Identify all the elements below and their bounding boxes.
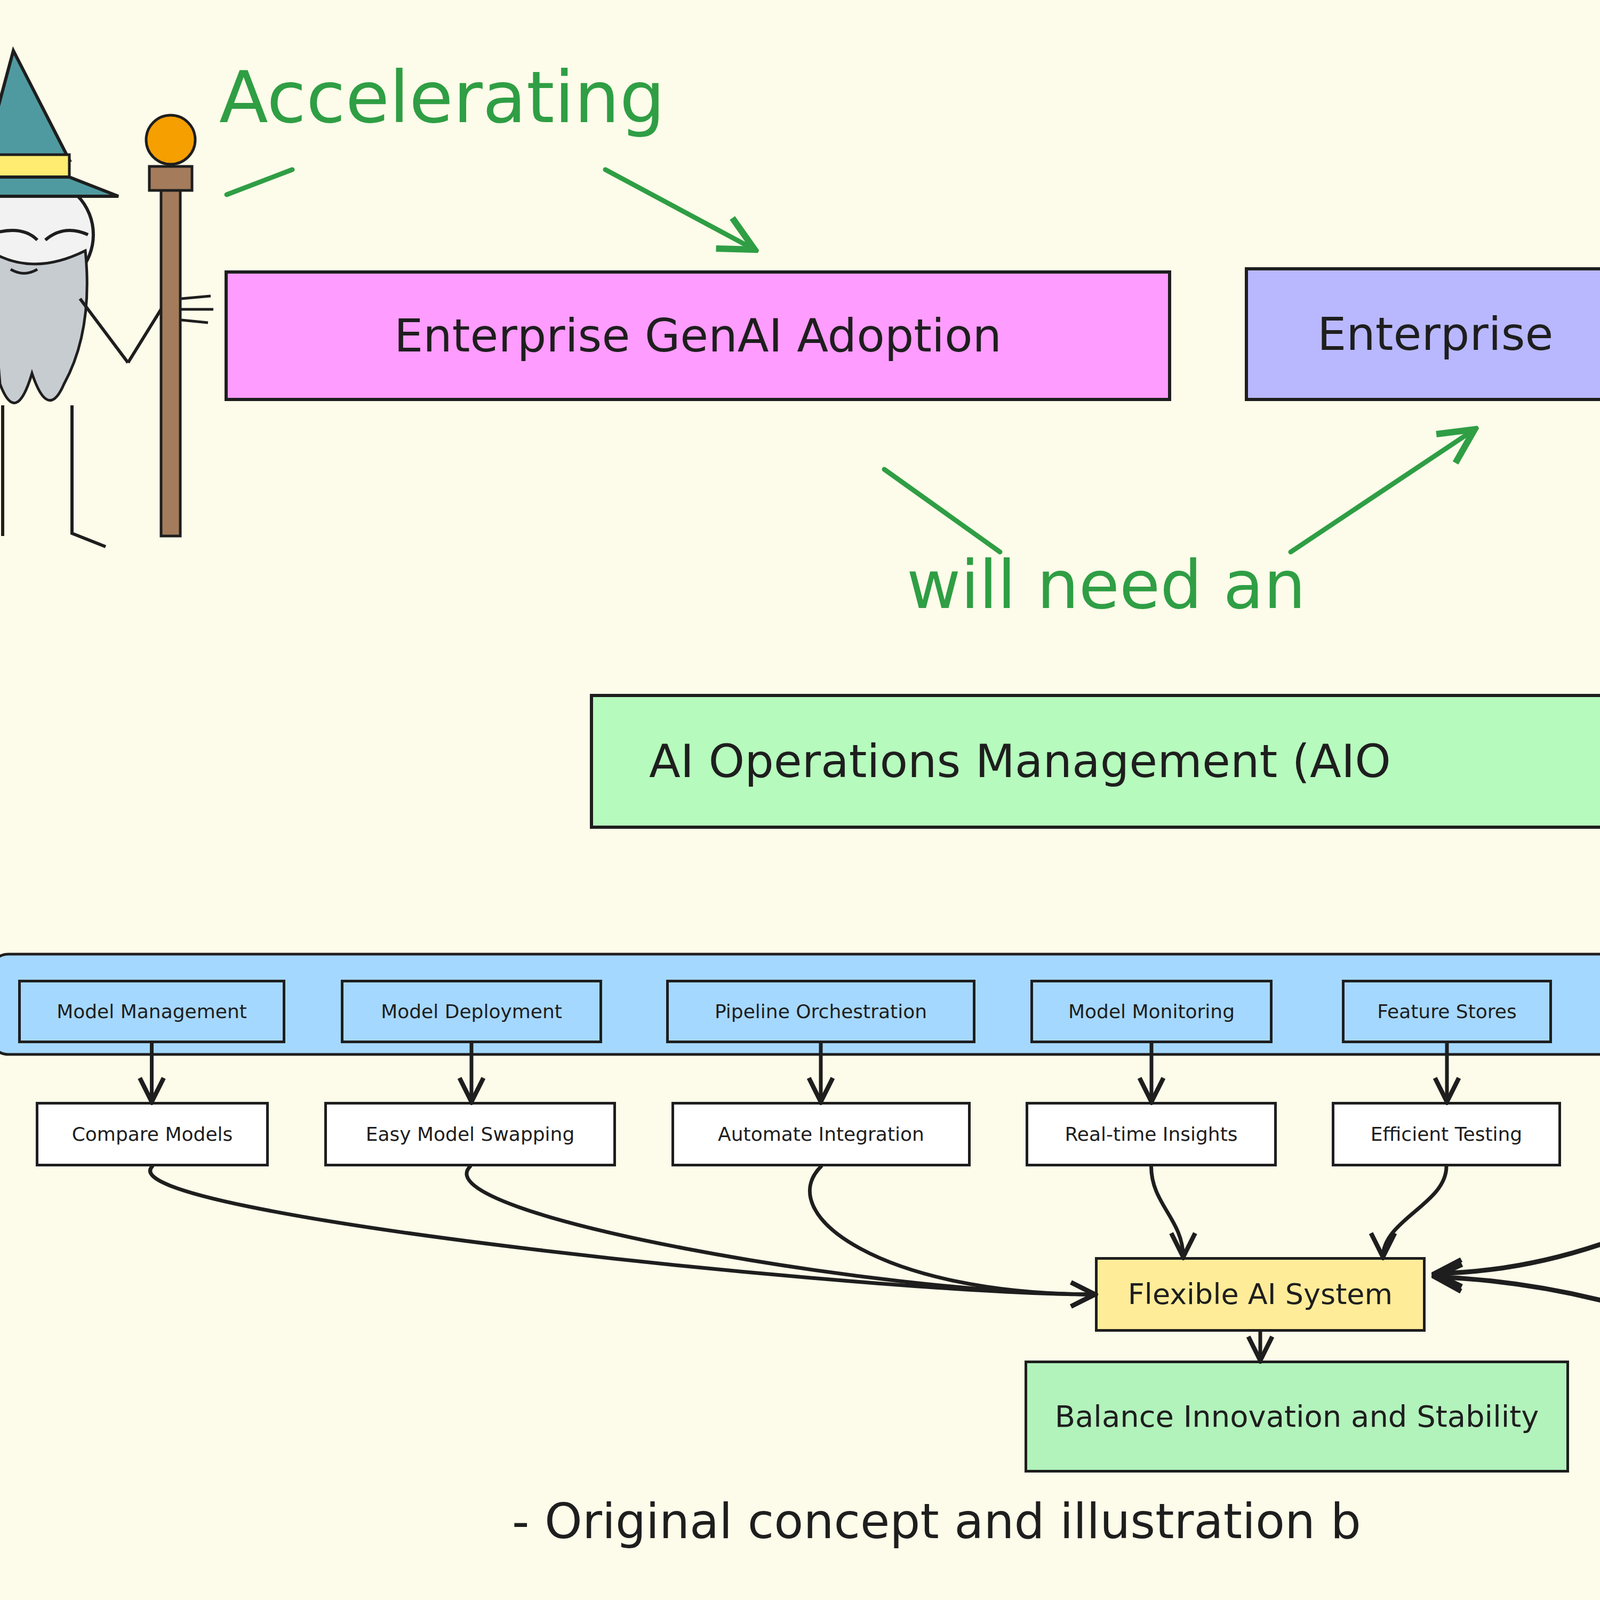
capability-box: Model Management — [18, 979, 286, 1044]
flow-arrow — [1151, 1166, 1184, 1258]
capability-box: Model Monitoring — [1030, 979, 1273, 1044]
wizard-arm — [80, 298, 128, 363]
node-text: Compare Models — [72, 1122, 234, 1146]
flow-arrow — [150, 1166, 1095, 1295]
enterprise-box: Enterprise — [1244, 267, 1600, 402]
offpage-arrow — [1434, 1276, 1600, 1302]
flow-arrow — [1258, 1331, 1263, 1361]
benefit-box: Efficient Testing — [1331, 1101, 1562, 1167]
pointer-arrow — [1290, 429, 1475, 552]
wizard-arm — [128, 306, 163, 363]
wizard-glasses — [0, 230, 88, 240]
node-text: Flexible AI System — [1128, 1277, 1393, 1312]
pointer-arrow — [605, 169, 755, 250]
capability-box: Model Deployment — [340, 979, 603, 1044]
wizard-hand — [181, 296, 214, 323]
wizard-smile — [10, 269, 38, 274]
tool-band — [0, 954, 1600, 1055]
node-text: Automate Integration — [717, 1122, 925, 1146]
node-text: Real-time Insights — [1064, 1122, 1238, 1146]
goal-box: Balance Innovation and Stability — [1024, 1360, 1570, 1473]
flow-arrow — [1445, 1043, 1450, 1102]
green-annotation: will need an — [906, 546, 1306, 624]
wizard-orb — [146, 115, 196, 165]
node-text: Enterprise — [1317, 306, 1554, 362]
benefit-box: Easy Model Swapping — [324, 1101, 616, 1167]
pointer-line — [226, 169, 293, 195]
caption-text: - Original concept and illustration b — [512, 1493, 1362, 1550]
wizard-staff — [161, 189, 181, 536]
flow-arrow — [1149, 1043, 1154, 1102]
wizard-staff-cap — [149, 166, 192, 191]
offpage-arrow — [1434, 1242, 1600, 1274]
benefit-box: Automate Integration — [671, 1101, 971, 1167]
wizard-hat-band — [0, 154, 70, 178]
capability-box: Pipeline Orchestration — [666, 979, 976, 1044]
node-text: Feature Stores — [1377, 1000, 1517, 1023]
pointer-line — [884, 469, 1000, 552]
flow-arrow — [466, 1166, 1095, 1295]
aiops-box: AI Operations Management (AIO — [589, 693, 1600, 829]
node-text: Model Monitoring — [1068, 1000, 1235, 1023]
outcome-box: Flexible AI System — [1094, 1257, 1426, 1332]
capability-box: Feature Stores — [1341, 979, 1552, 1044]
wizard-beard — [0, 250, 87, 404]
wizard-hat-brim — [0, 177, 119, 197]
node-text: Model Deployment — [380, 1000, 563, 1023]
flow-arrow — [819, 1043, 823, 1102]
benefit-box: Compare Models — [35, 1101, 269, 1167]
green-annotation: Accelerating — [219, 56, 666, 140]
node-text: Easy Model Swapping — [365, 1122, 575, 1146]
node-text: AI Operations Management (AIO — [649, 733, 1391, 789]
flow-arrow — [1382, 1166, 1447, 1258]
flow-arrow — [149, 1043, 154, 1102]
node-text: Balance Innovation and Stability — [1054, 1398, 1540, 1435]
node-text: Model Management — [56, 1000, 247, 1023]
flow-arrow — [809, 1166, 1095, 1295]
wizard-illustration — [0, 50, 214, 547]
wizard-legs — [2, 405, 106, 547]
adoption-box: Enterprise GenAI Adoption — [224, 270, 1172, 402]
node-text: Efficient Testing — [1370, 1122, 1523, 1146]
benefit-box: Real-time Insights — [1025, 1101, 1277, 1167]
flow-arrow — [469, 1043, 474, 1102]
node-text: Enterprise GenAI Adoption — [394, 308, 1002, 364]
node-text: Pipeline Orchestration — [714, 1000, 927, 1023]
wizard-hat — [0, 50, 70, 160]
